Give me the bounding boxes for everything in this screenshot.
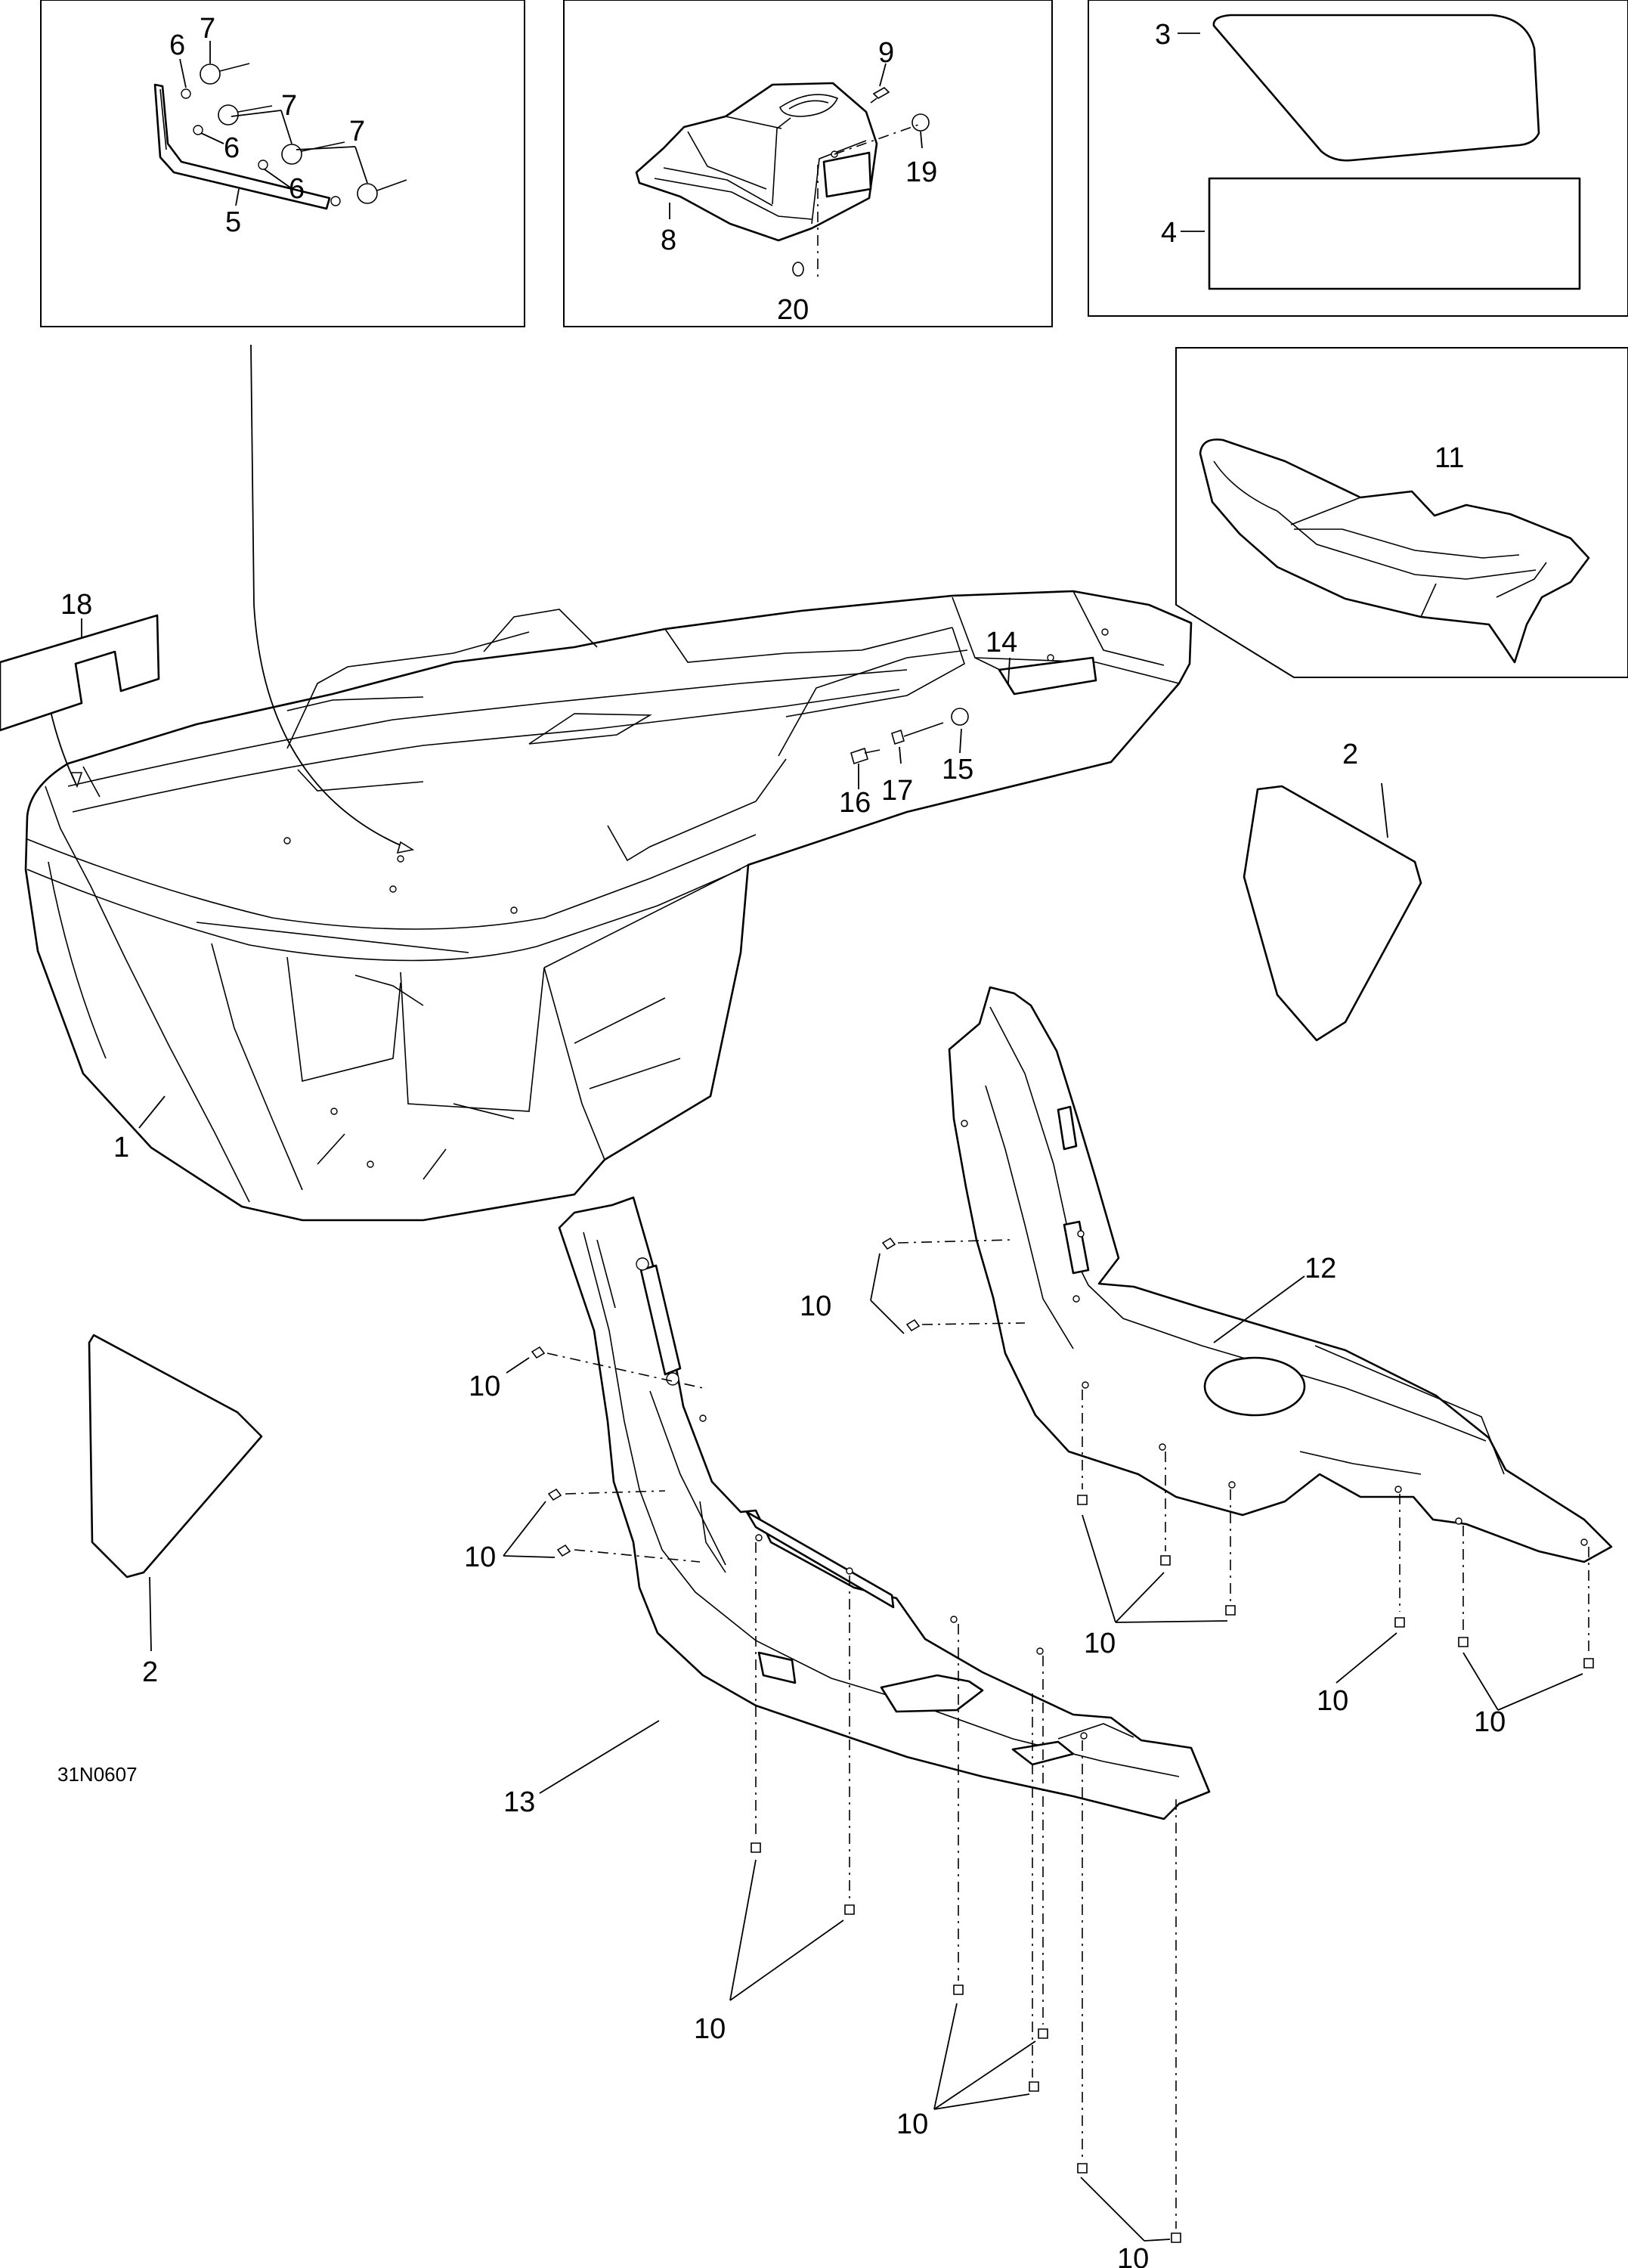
callout-10-d: 10 bbox=[1474, 1706, 1506, 1738]
console-leaders bbox=[669, 63, 923, 281]
callout-10-f: 10 bbox=[464, 1541, 496, 1573]
callout-11: 11 bbox=[1435, 442, 1464, 474]
callout-12: 12 bbox=[1305, 1253, 1336, 1284]
pan-12-leaders bbox=[870, 1239, 1589, 1711]
callout-14: 14 bbox=[986, 627, 1017, 658]
figure-code: 31N0607 bbox=[57, 1763, 138, 1786]
inset-frame-seat bbox=[1175, 347, 1628, 678]
pan-13-leaders bbox=[503, 1352, 1177, 2242]
callout-6-b: 6 bbox=[224, 132, 240, 164]
callout-10-g: 10 bbox=[694, 2013, 726, 2045]
trim-leaders bbox=[179, 41, 368, 206]
callout-18: 18 bbox=[60, 589, 92, 621]
callout-19: 19 bbox=[905, 156, 937, 188]
callout-7-a: 7 bbox=[200, 13, 215, 45]
callout-10-b: 10 bbox=[1084, 1628, 1116, 1659]
callout-7-c: 7 bbox=[349, 116, 365, 147]
pan-13-part bbox=[558, 1196, 1211, 1820]
pan-12-fasteners bbox=[881, 1237, 1594, 1668]
callout-1: 1 bbox=[113, 1132, 129, 1163]
decal-3-part bbox=[1212, 14, 1540, 162]
inset-frame-decals bbox=[1088, 0, 1628, 317]
callout-10-i: 10 bbox=[1117, 2243, 1149, 2268]
callout-5: 5 bbox=[225, 206, 241, 238]
callout-10-h: 10 bbox=[896, 2108, 928, 2140]
side-panel-left-part bbox=[88, 1334, 263, 1579]
foam-block-part bbox=[0, 614, 160, 732]
callout-9: 9 bbox=[878, 37, 894, 69]
inset-frame-console bbox=[563, 0, 1053, 327]
body-mount-holes bbox=[283, 628, 1109, 1168]
side-panel-right-part bbox=[1243, 785, 1422, 1042]
callout-15: 15 bbox=[942, 754, 973, 785]
callout-10-a: 10 bbox=[800, 1290, 831, 1322]
callout-2-a: 2 bbox=[1342, 739, 1358, 770]
pan-12-part bbox=[948, 986, 1613, 1563]
callout-17: 17 bbox=[881, 775, 913, 807]
callout-7-b: 7 bbox=[281, 90, 297, 122]
callout-10-c: 10 bbox=[1317, 1685, 1348, 1717]
callout-20: 20 bbox=[777, 294, 809, 326]
decal-4-part bbox=[1208, 177, 1581, 290]
pan-13-fasteners bbox=[531, 1346, 1181, 2243]
console-part bbox=[635, 82, 878, 242]
callout-16: 16 bbox=[839, 787, 871, 819]
callout-2-b: 2 bbox=[142, 1656, 158, 1688]
callout-3: 3 bbox=[1155, 19, 1171, 51]
inset-frame-trim bbox=[40, 0, 525, 327]
callout-8: 8 bbox=[661, 225, 676, 256]
callout-13: 13 bbox=[503, 1786, 535, 1818]
callout-6-c: 6 bbox=[289, 173, 305, 205]
body-hardware bbox=[850, 708, 969, 765]
callout-4: 4 bbox=[1161, 217, 1177, 249]
leader-2-b bbox=[149, 1576, 152, 1652]
trim-strip-part bbox=[153, 83, 331, 210]
seat-part bbox=[1199, 438, 1590, 664]
callout-10-e: 10 bbox=[469, 1371, 500, 1402]
callout-6-a: 6 bbox=[169, 29, 185, 61]
